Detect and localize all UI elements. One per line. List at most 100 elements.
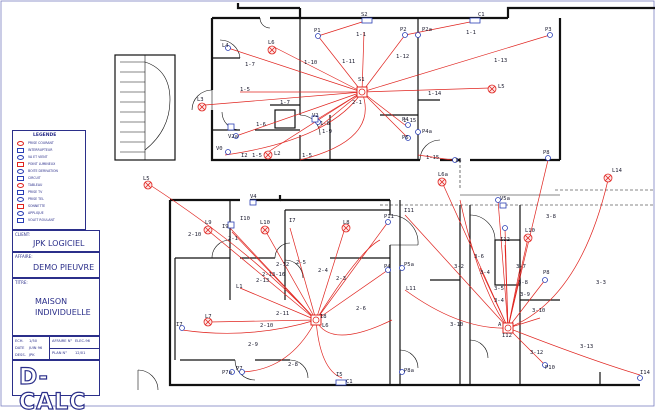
legend-item: APPLIQUE [17,210,83,217]
legend-item: VOLET ROULANT [17,217,83,224]
svg-text:P8: P8 [543,270,550,276]
svg-text:3-10: 3-10 [532,308,545,314]
svg-text:2-12: 2-12 [276,262,289,268]
lower-doors [137,214,496,391]
outlet-icons [179,32,643,381]
svg-text:3-12: 3-12 [530,350,543,356]
svg-text:3-3: 3-3 [596,280,606,286]
meta-scale-label: ECH. [15,339,24,343]
svg-text:P2: P2 [400,27,407,33]
affaire-no-value: ELEC-96 [75,339,90,343]
meta-author-value: JPK [29,353,35,357]
legend-item: SONNETTE [17,203,83,210]
svg-text:1-7: 1-7 [245,62,255,68]
svg-text:L6a: L6a [438,172,448,178]
svg-text:I10: I10 [240,216,250,222]
svg-text:L11: L11 [406,286,416,292]
svg-text:1-9: 1-9 [322,129,332,135]
legend-item: POINT LUMINEUX [17,161,83,168]
lamp-icon [203,317,213,327]
lamp-icon [487,84,497,94]
svg-text:V0: V0 [216,146,223,152]
svg-text:V5a: V5a [500,196,510,202]
svg-text:1-15: 1-15 [426,155,439,161]
svg-text:1-10: 1-10 [304,60,317,66]
lamp-icon [260,225,270,235]
legend-item-label: APPLIQUE [28,211,44,215]
svg-text:3-4: 3-4 [494,298,505,304]
staircase [114,54,176,161]
client-label: CLIENT: [15,232,31,237]
svg-text:L7: L7 [205,314,212,320]
svg-text:S2: S2 [361,12,368,18]
svg-text:1-5: 1-5 [240,87,250,93]
svg-text:2-6: 2-6 [356,306,366,312]
svg-text:V2a: V2a [228,134,238,140]
svg-text:P4: P4 [402,117,409,123]
svg-text:C1: C1 [478,12,485,18]
svg-text:L1: L1 [236,284,243,290]
lamp-icon [267,45,277,55]
titre-value-line1: MAISON [35,297,68,306]
svg-text:2-1: 2-1 [352,100,362,106]
legend-symbol-icon [17,140,24,146]
svg-text:L6: L6 [268,40,275,46]
svg-text:I9: I9 [222,224,229,230]
svg-text:I5: I5 [336,372,343,378]
legend-symbol-icon [17,168,24,174]
svg-text:I14: I14 [640,370,651,376]
svg-text:P7a: P7a [222,370,232,376]
legend-item: VA ET VIENT [17,154,83,161]
svg-text:3-13: 3-13 [580,344,593,350]
legend-symbol-icon [17,182,24,188]
lamp-icon [197,102,207,112]
svg-text:2-10: 2-10 [188,232,201,238]
legend-symbol-icon [17,175,24,181]
legend-item: CIRCUIT [17,175,83,182]
legend-title: LEGENDE [33,133,57,138]
svg-text:2-13-16: 2-13-16 [262,272,285,278]
svg-text:1-13: 1-13 [494,58,507,64]
svg-text:P11: P11 [384,214,394,220]
svg-text:P5a: P5a [404,262,414,268]
svg-text:I7: I7 [289,218,296,224]
svg-text:1-1: 1-1 [356,32,366,38]
svg-text:2-9: 2-9 [248,342,258,348]
svg-text:1-5: 1-5 [252,153,262,159]
svg-text:3-8: 3-8 [518,280,528,286]
legend-item-label: VA ET VIENT [28,155,48,159]
junction-box-s2 [310,314,322,326]
lamp-icon [603,173,613,183]
svg-text:V4: V4 [250,194,257,200]
junction-box-s3 [502,322,514,334]
titre-box: TITRE: MAISON INDIVIDUELLE [12,278,100,336]
svg-text:L8: L8 [343,220,350,226]
svg-text:L5: L5 [498,84,505,90]
plan-text-labels: L4 L6 L3 L2 L5 L5 L9 L10 L8 L7 L6 L6a L1… [143,12,651,385]
svg-text:1-14: 1-14 [428,91,442,97]
svg-text:V2: V2 [312,113,319,119]
svg-text:I11: I11 [404,208,414,214]
lower-walls [168,195,640,387]
titre-label: TITRE: [15,280,28,285]
legend-item: PRISE TV [17,189,83,196]
svg-text:I2: I2 [241,153,248,159]
switch-box-icons [227,17,507,386]
legend-symbol-icon [17,217,24,223]
svg-text:1-5: 1-5 [302,153,312,159]
svg-text:1-1: 1-1 [466,30,476,36]
svg-text:P6: P6 [402,135,409,141]
legend-symbol-icon [17,210,24,216]
legend-item-label: PRISE TEL [28,197,44,201]
legend-item-label: PRISE COURANT [28,141,54,145]
svg-text:2-5: 2-5 [296,260,306,266]
svg-text:1-15: 1-15 [403,118,416,124]
svg-text:P3: P3 [545,27,552,33]
legend-item: BOITE DERIVATION [17,168,83,175]
titre-value-line2: INDIVIDUELLE [35,308,91,317]
meta-scale-value: 1/50 [29,339,38,343]
